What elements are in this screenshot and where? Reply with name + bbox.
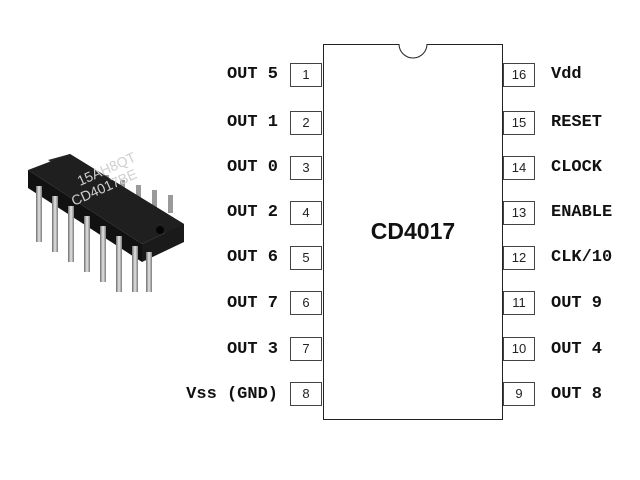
chip-photo-body xyxy=(28,154,184,244)
ic-name: CD4017 xyxy=(370,218,456,244)
pin-4-label: OUT 2 xyxy=(226,203,278,222)
pin-12-label: CLK/10 xyxy=(551,248,613,267)
pin-2-box: 2 xyxy=(290,111,322,135)
pin-15-box: 15 xyxy=(503,111,535,135)
pin-16-box: 16 xyxy=(503,63,535,87)
pin-13-box: 13 xyxy=(503,201,535,225)
pin-13-label: ENABLE xyxy=(551,203,613,222)
pin-7-label: OUT 3 xyxy=(226,340,278,359)
pin-2-label: OUT 1 xyxy=(226,113,278,132)
pin-3-label: OUT 0 xyxy=(226,158,278,177)
pin-6-label: OUT 7 xyxy=(226,294,278,313)
pin-9-label: OUT 8 xyxy=(551,385,603,404)
ic-body xyxy=(323,44,503,420)
chip-photo-side-face xyxy=(142,224,184,262)
pin-11-label: OUT 9 xyxy=(551,294,603,313)
pin-4-box: 4 xyxy=(290,201,322,225)
pin-3-box: 3 xyxy=(290,156,322,180)
pin-14-label: CLOCK xyxy=(551,158,603,177)
chip-photo-front-legs xyxy=(36,186,152,292)
pin-15-label: RESET xyxy=(551,113,603,132)
pin-12-box: 12 xyxy=(503,246,535,270)
pin-11-box: 11 xyxy=(503,291,535,315)
pin-8-label: Vss (GND) xyxy=(186,385,278,404)
pin-14-box: 14 xyxy=(503,156,535,180)
pin-8-box: 8 xyxy=(290,382,322,406)
chip-photo-notch-dot xyxy=(156,226,164,234)
pin-1-label: OUT 5 xyxy=(226,65,278,84)
chip-photo: 15AH8QT CD4017BE xyxy=(28,149,184,292)
pin-6-box: 6 xyxy=(290,291,322,315)
pin-10-label: OUT 4 xyxy=(551,340,603,359)
pin-7-box: 7 xyxy=(290,337,322,361)
pin-16-label: Vdd xyxy=(551,65,582,84)
pin-5-label: OUT 6 xyxy=(226,248,278,267)
pin-1-box: 1 xyxy=(290,63,322,87)
pin-5-box: 5 xyxy=(290,246,322,270)
pin-10-box: 10 xyxy=(503,337,535,361)
pin-9-box: 9 xyxy=(503,382,535,406)
